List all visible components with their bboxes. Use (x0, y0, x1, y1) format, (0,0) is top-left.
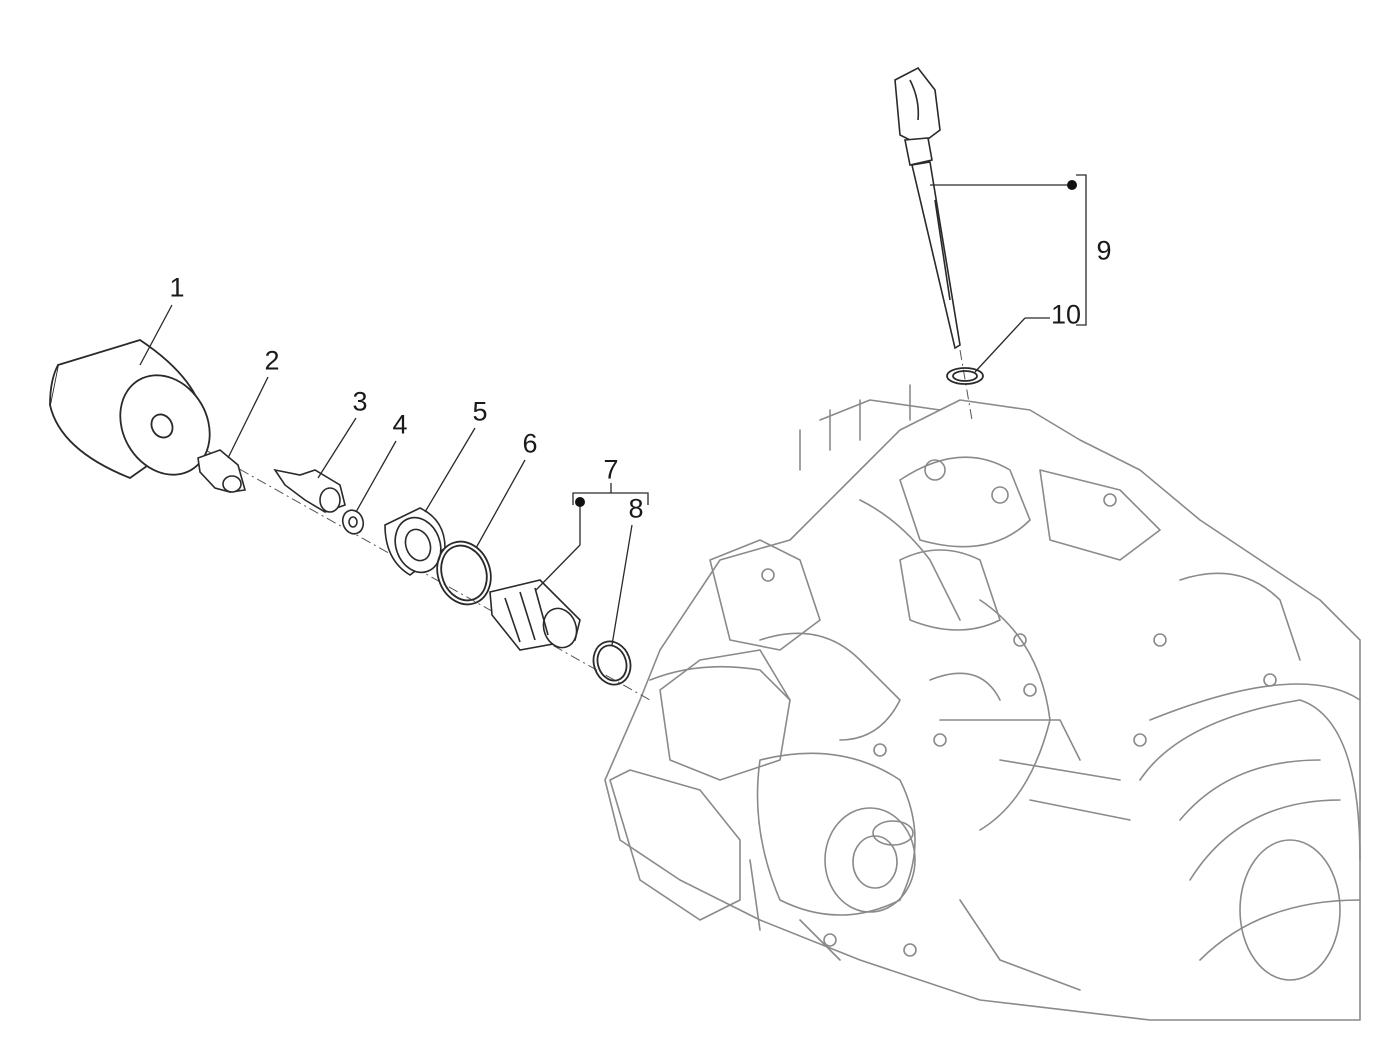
washer-part (341, 509, 365, 535)
dipstick-part (894, 66, 961, 350)
callout-1[interactable]: 1 (169, 272, 185, 303)
engine-assembly (604, 384, 1361, 1021)
nipple-part (197, 449, 247, 493)
callout-4[interactable]: 4 (392, 409, 408, 440)
kit-marker-dot (1067, 180, 1077, 190)
pressure-sensor-part (273, 468, 346, 513)
seal-ring-part (946, 367, 984, 385)
oil-filter-part (49, 339, 211, 480)
callout-9[interactable]: 9 (1096, 235, 1112, 266)
leader-lines (139, 174, 1087, 646)
callout-5[interactable]: 5 (472, 396, 488, 427)
callout-8[interactable]: 8 (628, 493, 644, 524)
kit-marker-dot (575, 497, 585, 507)
callout-10[interactable]: 10 (1050, 299, 1082, 330)
callout-3[interactable]: 3 (352, 386, 368, 417)
o-ring-part (436, 540, 492, 606)
small-o-ring-part (592, 640, 632, 686)
mesh-filter-part (489, 579, 581, 651)
callout-7[interactable]: 7 (603, 454, 619, 485)
plug-part (384, 507, 446, 576)
assembly-axis-lines (169, 349, 973, 701)
callout-2[interactable]: 2 (264, 345, 280, 376)
callout-6[interactable]: 6 (522, 428, 538, 459)
